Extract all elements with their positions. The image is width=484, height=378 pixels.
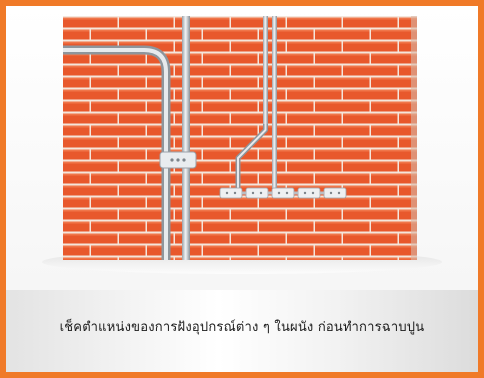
left-conduit-2 (182, 16, 190, 260)
right-conduits (235, 16, 277, 190)
outlet-boxes (219, 187, 347, 199)
outlet-box (219, 187, 243, 199)
caption-text: เช็คตำแหน่งของการฝังอุปกรณ์ต่าง ๆ ในผนัง… (59, 320, 425, 335)
junction-box (159, 151, 197, 169)
caption-bar: เช็คตำแหน่งของการฝังอุปกรณ์ต่าง ๆ ในผนัง… (6, 290, 478, 372)
content-card: เช็คตำแหน่งของการฝังอุปกรณ์ต่าง ๆ ในผนัง… (6, 6, 478, 372)
outlet-box (297, 187, 321, 199)
brick-wall-illustration (42, 16, 442, 274)
outlet-links (242, 191, 324, 195)
outlet-box (245, 187, 269, 199)
brick-wall (63, 16, 417, 260)
wall-edge (411, 16, 417, 260)
left-conduit (63, 45, 171, 260)
illustration-panel (6, 6, 478, 290)
outlet-box (323, 187, 347, 199)
outlet-box (271, 187, 295, 199)
